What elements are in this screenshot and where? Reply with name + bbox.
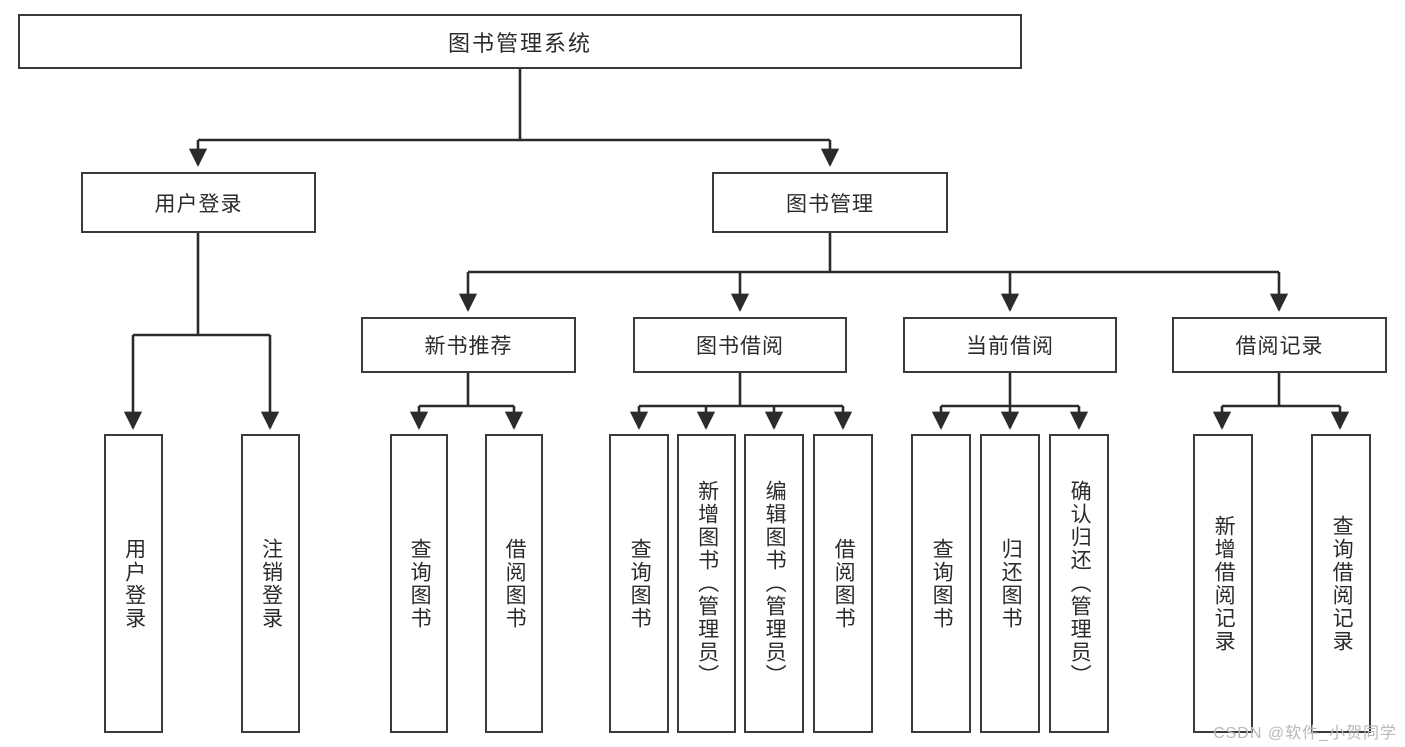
- node-label: 图书管理系统: [447, 30, 592, 56]
- leaf-user-login-login[interactable]: 用户登录: [104, 434, 163, 733]
- node-label: 查询图书: [930, 537, 954, 630]
- node-label: 新增图书（管理员）: [695, 480, 719, 687]
- node-root-system[interactable]: 图书管理系统: [18, 14, 1022, 69]
- node-label: 借阅图书: [503, 537, 527, 630]
- node-label: 查询图书: [628, 537, 652, 630]
- node-label: 用户登录: [154, 192, 243, 216]
- leaf-current-query-book[interactable]: 查询图书: [911, 434, 971, 733]
- leaf-record-add-record[interactable]: 新增借阅记录: [1193, 434, 1253, 733]
- node-label: 图书借阅: [696, 335, 784, 358]
- leaf-borrow-edit-book-admin[interactable]: 编辑图书（管理员）: [744, 434, 804, 733]
- node-label: 编辑图书（管理员）: [763, 480, 787, 687]
- leaf-borrow-borrow-book[interactable]: 借阅图书: [813, 434, 873, 733]
- node-label: 借阅记录: [1235, 335, 1324, 358]
- leaf-current-return-book[interactable]: 归还图书: [980, 434, 1040, 733]
- node-label: 确认归还（管理员）: [1068, 480, 1092, 687]
- leaf-record-query-record[interactable]: 查询借阅记录: [1311, 434, 1371, 733]
- node-new-book-recommend[interactable]: 新书推荐: [361, 317, 576, 373]
- node-user-login[interactable]: 用户登录: [81, 172, 316, 233]
- node-label: 借阅图书: [832, 537, 856, 630]
- node-label: 查询借阅记录: [1330, 514, 1354, 653]
- node-label: 新书推荐: [424, 335, 513, 358]
- leaf-recommend-query-book[interactable]: 查询图书: [390, 434, 448, 733]
- node-label: 归还图书: [999, 537, 1023, 630]
- node-label: 用户登录: [122, 537, 146, 630]
- leaf-user-login-logout[interactable]: 注销登录: [241, 434, 300, 733]
- node-label: 图书管理: [786, 192, 874, 216]
- node-label: 新增借阅记录: [1212, 514, 1236, 653]
- watermark-text: CSDN @软件_小贺同学: [1213, 725, 1397, 742]
- node-label: 查询图书: [408, 537, 432, 630]
- node-borrow-record[interactable]: 借阅记录: [1172, 317, 1387, 373]
- leaf-current-confirm-return-admin[interactable]: 确认归还（管理员）: [1049, 434, 1109, 733]
- node-book-management[interactable]: 图书管理: [712, 172, 948, 233]
- leaf-borrow-add-book-admin[interactable]: 新增图书（管理员）: [677, 434, 736, 733]
- leaf-recommend-borrow-book[interactable]: 借阅图书: [485, 434, 543, 733]
- node-book-borrow[interactable]: 图书借阅: [633, 317, 847, 373]
- node-current-borrow[interactable]: 当前借阅: [903, 317, 1117, 373]
- node-label: 当前借阅: [966, 335, 1054, 358]
- node-label: 注销登录: [259, 537, 283, 630]
- leaf-borrow-query-book[interactable]: 查询图书: [609, 434, 669, 733]
